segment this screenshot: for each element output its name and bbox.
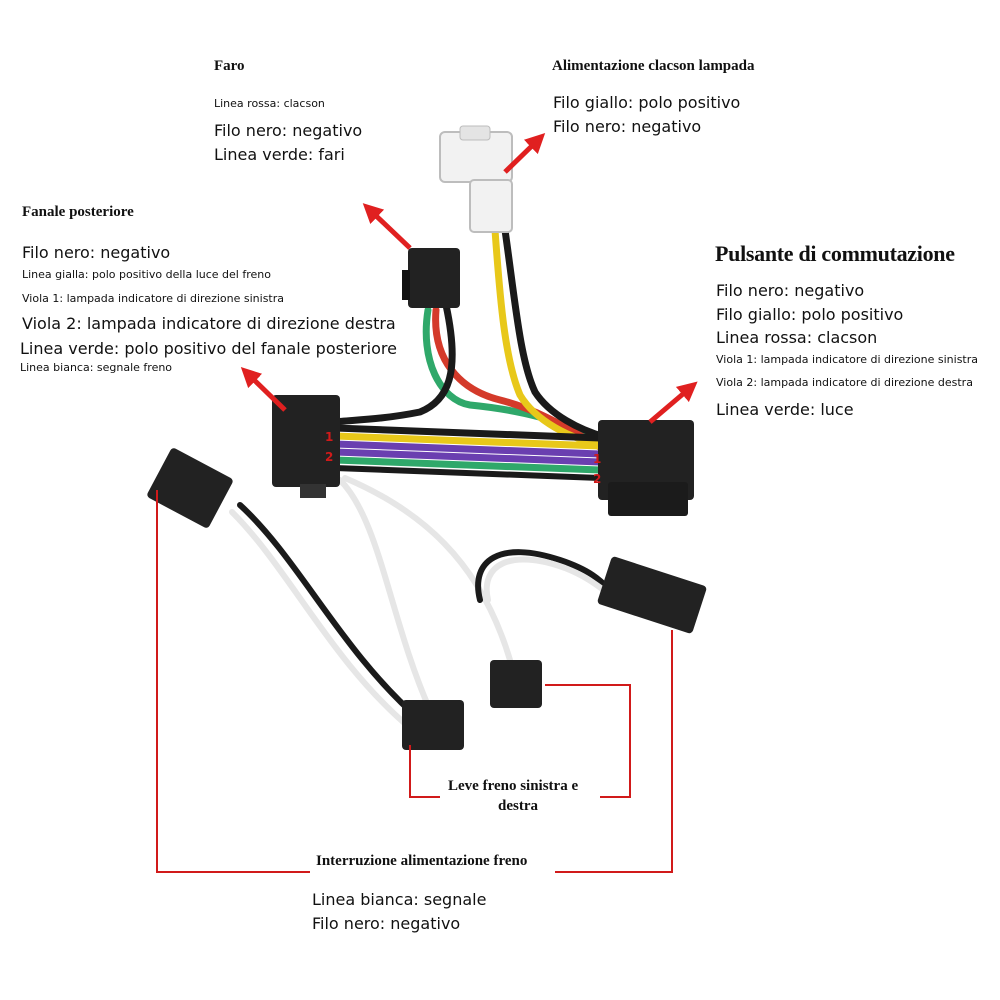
faro-line-1: Linea rossa: clacson [214,97,325,110]
pin-labels: 1 2 1 2 [325,430,601,486]
fanale-title: Fanale posteriore [22,204,134,220]
callout-lines [156,490,673,873]
clacson-title: Alimentazione clacson lampada [552,58,755,74]
interrupt-callout-left [156,490,310,873]
interruzione-title: Interruzione alimentazione freno [316,853,528,869]
clacson-arrow [503,133,546,174]
lever-callout-left [409,745,440,798]
lever-connector-far [597,556,707,634]
faro-arrow [362,203,412,250]
fanale-line-3: Viola 1: lampada indicatore di direzione… [22,292,285,305]
faro-title: Faro [214,58,245,74]
main-bundle-wires [331,424,604,481]
pulsante-line-6: Linea verde: luce [716,400,854,419]
pulsante-line-1: Filo nero: negativo [716,281,865,300]
fanale-line-2: Linea gialla: polo positivo della luce d… [22,268,271,281]
brake-interrupt-connector [147,448,233,528]
faro-line-2: Filo nero: negativo [214,121,363,140]
pulsante-title: Pulsante di commutazione [715,241,955,266]
leve-line-2: destra [498,798,538,814]
fanale-connector [272,395,340,498]
fanale-line-5: Linea verde: polo positivo del fanale po… [20,339,397,358]
pulsante-line-4: Viola 1: lampada indicatore di direzione… [716,353,979,366]
lever-connector-right [490,660,542,708]
red-arrows [240,133,698,424]
leve-line-1: Leve freno sinistra e [448,778,579,794]
pin-label-2-right: 2 [593,472,601,486]
pin-label-2-left: 2 [325,450,333,464]
fanale-line-4: Viola 2: lampada indicatore di direzione… [22,314,396,333]
clacson-connector [439,125,513,233]
pin-label-1-left: 1 [325,430,333,444]
lever-callout-right [545,684,631,798]
pin-label-1-right: 1 [593,452,601,466]
pulsante-connector [598,420,694,516]
interruzione-line-1: Linea bianca: segnale [312,890,487,909]
interruzione-line-2: Filo nero: negativo [312,914,461,933]
clacson-line-2: Filo nero: negativo [553,117,702,136]
interrupt-callout-right [555,630,673,873]
pulsante-arrow [648,381,698,424]
lever-wires [337,475,615,713]
pulsante-line-3: Linea rossa: clacson [716,328,878,347]
pulsante-line-5: Viola 2: lampada indicatore di direzione… [716,376,973,389]
brake-interrupt-wires [229,502,423,731]
clacson-line-1: Filo giallo: polo positivo [553,93,741,112]
faro-connector [402,248,460,308]
fanale-arrow [240,367,287,412]
pulsante-line-2: Filo giallo: polo positivo [716,305,904,324]
faro-line-3: Linea verde: fari [214,145,345,164]
faro-wires [331,301,609,454]
lever-connector-left [402,700,464,750]
fanale-line-6: Linea bianca: segnale freno [20,361,173,374]
fanale-line-1: Filo nero: negativo [22,243,171,262]
